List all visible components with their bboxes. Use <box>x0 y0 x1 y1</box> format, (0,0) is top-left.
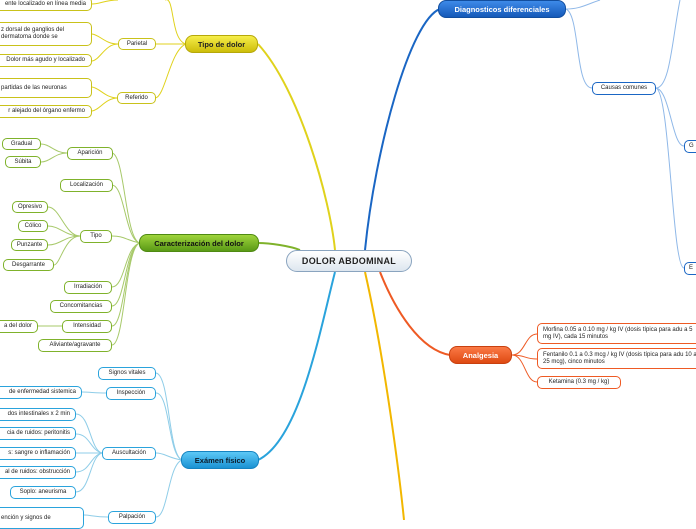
node-inspeccion[interactable]: Inspección <box>106 387 156 400</box>
node-localizacion[interactable]: Localización <box>60 179 113 192</box>
node-concomitancias[interactable]: Concomitancias <box>50 300 112 313</box>
branch-analgesia[interactable]: Analgesia <box>449 346 512 364</box>
tipo-punzante[interactable]: Punzante <box>11 239 48 251</box>
branch-diagnosticos[interactable]: Diagnosticos diferenciales <box>438 0 566 18</box>
tipo-desgarrante[interactable]: Desgarrante <box>3 259 54 271</box>
intensidad-note[interactable]: a del dolor <box>0 320 38 333</box>
node-irradiacion[interactable]: Irradiación <box>64 281 112 294</box>
analgesia-ketamina[interactable]: Ketamina (0.3 mg / kg) <box>537 376 621 389</box>
central-topic[interactable]: DOLOR ABDOMINAL <box>286 250 412 272</box>
analgesia-fentanilo[interactable]: Fentanilo 0.1 a 0.3 mcg / kg IV (dosis t… <box>537 348 696 369</box>
auscultacion-item-2[interactable]: cia de ruidos: peritonitis <box>0 427 76 440</box>
node-signos-vitales[interactable]: Signos vitales <box>98 367 156 380</box>
branch-tipo-de-dolor[interactable]: Tipo de dolor <box>185 35 258 53</box>
auscultacion-item-1[interactable]: dos intestinales x 2 min <box>0 408 76 421</box>
node-palpacion[interactable]: Palpación <box>108 511 156 524</box>
aparicion-gradual[interactable]: Gradual <box>2 138 41 150</box>
referido-note-2[interactable]: r alejado del órgano enfermo <box>0 105 92 118</box>
aparicion-subita[interactable]: Súbita <box>5 156 41 168</box>
tipo-opresivo[interactable]: Opresivo <box>12 201 48 213</box>
branch-examen-fisico[interactable]: Exámen físico <box>181 451 259 469</box>
parietal-note-1[interactable]: z dorsal de ganglios del dermatoma donde… <box>0 22 92 46</box>
node-auscultacion[interactable]: Auscultación <box>102 447 156 460</box>
auscultacion-item-5[interactable]: Soplo: aneurisma <box>10 486 76 499</box>
parietal-note-2[interactable]: Dolor más agudo y localizado <box>0 54 92 67</box>
referido-note-1[interactable]: partidas de las neuronas <box>0 78 92 98</box>
analgesia-morfina[interactable]: Morfina 0.05 a 0.10 mg / kg IV (dosis tí… <box>537 323 696 344</box>
node-referido[interactable]: Referido <box>117 92 156 104</box>
node-intensidad[interactable]: Intensidad <box>62 320 112 333</box>
branch-caracterizacion[interactable]: Caracterización del dolor <box>139 234 259 252</box>
node-aparicion[interactable]: Aparición <box>67 147 113 160</box>
node-parietal[interactable]: Parietal <box>118 38 156 50</box>
node-tipo[interactable]: Tipo <box>80 230 112 243</box>
visceral-note[interactable]: ente localizado en línea media <box>0 0 92 11</box>
node-aliviante[interactable]: Aliviante/agravante <box>38 339 112 352</box>
node-causas-comunes[interactable]: Causas comunes <box>592 82 656 95</box>
auscultacion-item-4[interactable]: al de ruidos: obstrucción <box>0 466 76 479</box>
diagnosticos-stub-e[interactable]: E <box>684 262 696 275</box>
palpacion-note[interactable]: ención y signos de <box>0 507 84 529</box>
auscultacion-item-3[interactable]: s: sangre o inflamación <box>0 447 76 460</box>
tipo-colico[interactable]: Cólico <box>18 220 48 232</box>
inspeccion-note[interactable]: de enfermedad sistemica <box>0 386 82 399</box>
diagnosticos-stub-g[interactable]: G <box>684 140 696 153</box>
